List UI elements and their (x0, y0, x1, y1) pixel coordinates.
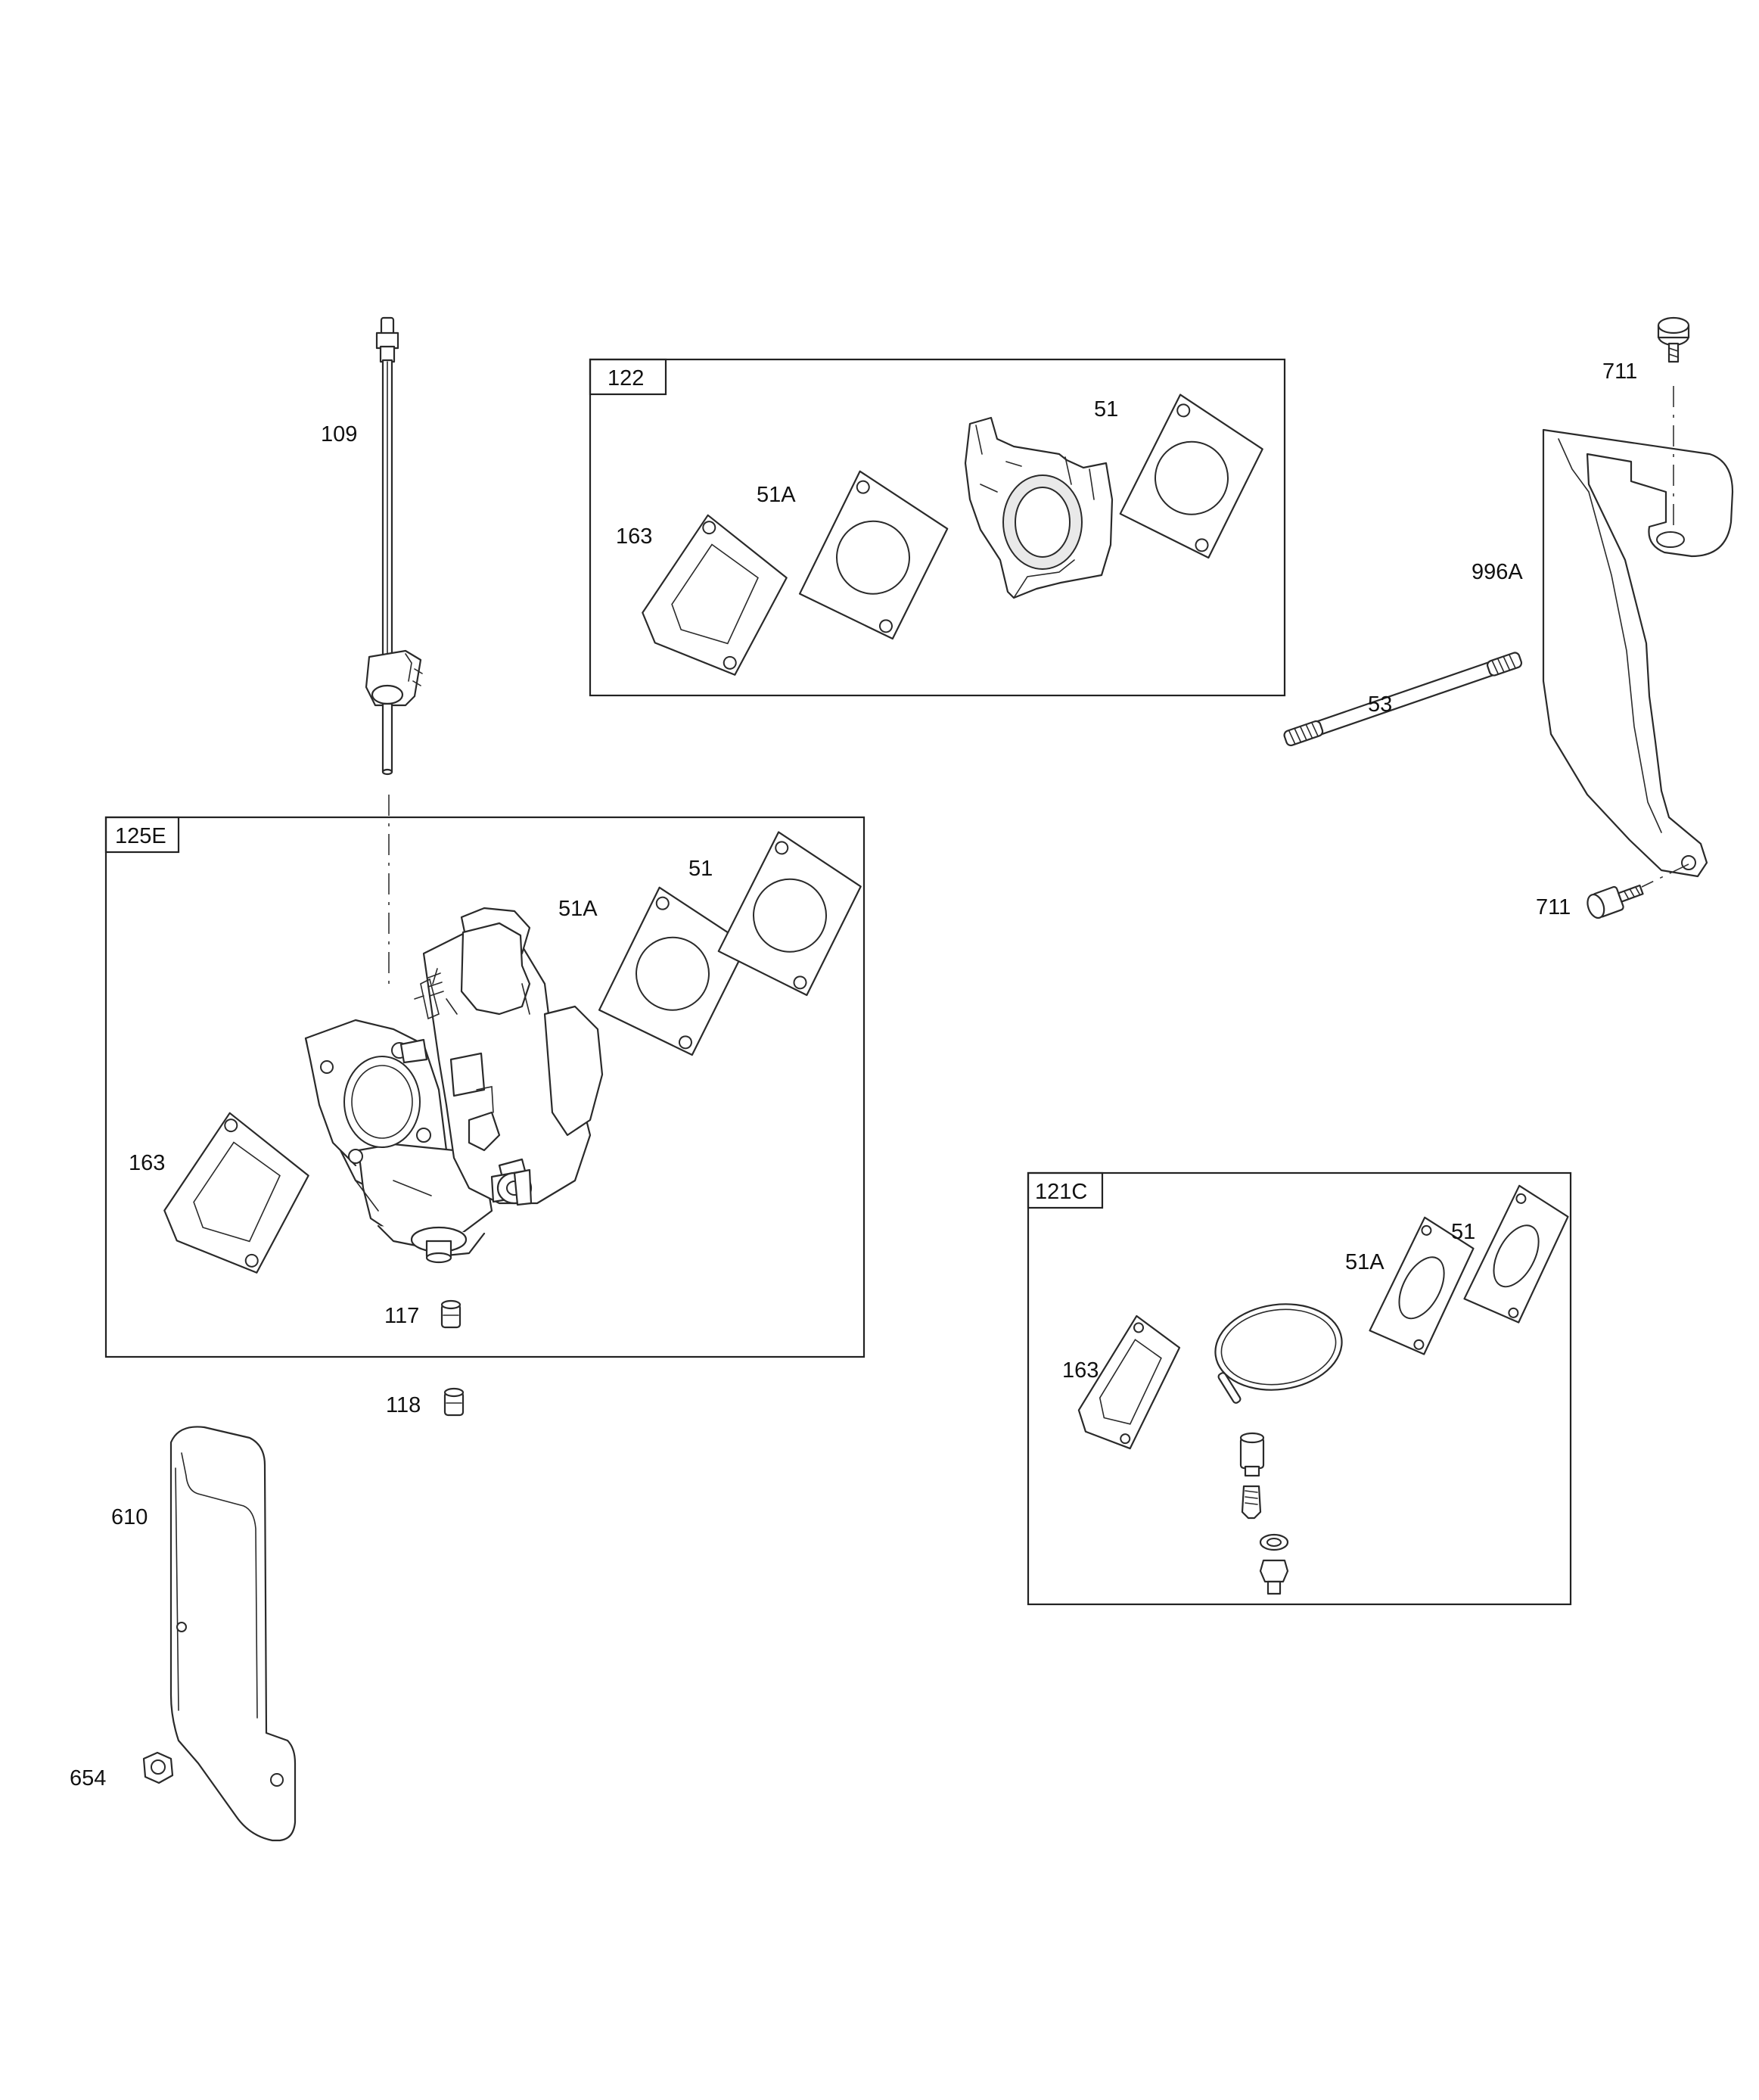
part-118-jet (443, 1387, 465, 1417)
gasket-51-kit122 (1119, 394, 1263, 559)
gasket-163-kit121C (1077, 1314, 1181, 1450)
label-654: 654 (70, 1766, 106, 1790)
label-53: 53 (1368, 692, 1392, 717)
bowl-bolt (1259, 1559, 1289, 1595)
washer-hole (1266, 1538, 1282, 1547)
label-117: 117 (384, 1304, 419, 1328)
gasket-51A-kit122 (798, 470, 949, 640)
part-996A-bracket (1542, 386, 1734, 888)
o-ring (1214, 1303, 1343, 1391)
label-163-kit121C: 163 (1062, 1358, 1099, 1383)
label-996A: 996A (1472, 560, 1523, 584)
label-163-kit125E: 163 (129, 1151, 165, 1175)
kit-125E-tag: 125E (115, 824, 166, 848)
part-53-stud (1283, 652, 1523, 747)
label-51-kit125E: 51 (688, 857, 713, 881)
label-109: 109 (321, 422, 357, 446)
kit-121C-tag: 121C (1035, 1180, 1087, 1204)
kit-125E-box: 125E (104, 816, 866, 1358)
gasket-51A-kit121C (1369, 1216, 1475, 1355)
label-711-top: 711 (1602, 359, 1637, 384)
label-118: 118 (386, 1393, 421, 1417)
part-117-jet (440, 1299, 462, 1329)
gasket-51-kit125E (717, 831, 862, 997)
kit-121C-box: 121C (1027, 1171, 1572, 1606)
label-163-kit122: 163 (616, 524, 652, 549)
part-654-nut (142, 1751, 174, 1784)
gasket-51A-kit125E (598, 886, 748, 1056)
gasket-163-kit122 (642, 514, 788, 676)
part-711-top-bolt (1657, 316, 1690, 363)
kit-122-tag: 122 (608, 366, 644, 390)
part-711-bottom-bolt (1587, 884, 1644, 919)
label-51-kit121C: 51 (1451, 1220, 1475, 1244)
gasket-163-kit125E (163, 1112, 309, 1274)
carburetor-assembly (304, 907, 604, 1264)
label-610: 610 (111, 1505, 148, 1529)
intake-spacer-kit122 (964, 416, 1114, 599)
label-51A-kit121C: 51A (1345, 1250, 1385, 1274)
gasket-51-kit121C (1463, 1184, 1569, 1324)
float-pin (1217, 1372, 1242, 1404)
kit-122-box: 122 (589, 358, 1286, 697)
label-51A-kit125E: 51A (558, 897, 598, 921)
inlet-needle (1241, 1485, 1262, 1520)
label-51A-kit122: 51A (757, 483, 796, 507)
needle-seat (1239, 1432, 1265, 1477)
label-51-kit122: 51 (1094, 397, 1118, 422)
part-610-guard (169, 1426, 297, 1842)
part-109-governor-shaft (365, 316, 423, 776)
label-711-bottom: 711 (1536, 895, 1571, 919)
